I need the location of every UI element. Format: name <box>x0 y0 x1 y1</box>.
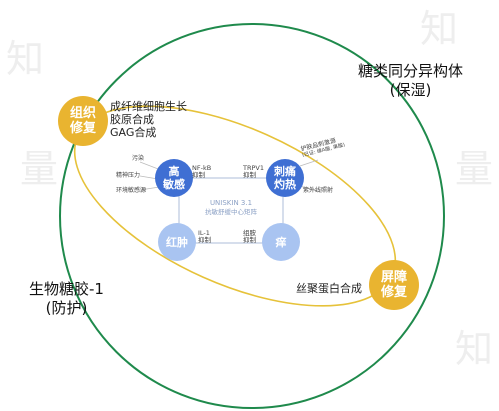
edge-label-nfkb: NF-kB 抑制 <box>192 164 212 179</box>
watermark: 知 <box>455 327 494 371</box>
node-barrier-repair-label: 屏障 修复 <box>380 270 407 300</box>
node-barrier-repair: 屏障 修复 <box>369 260 419 310</box>
outer-title: 糖类同分异构体 (保湿) <box>357 62 463 99</box>
tissue-repair-list: 成纤维细胞生长 胶原合成 GAG合成 <box>110 100 187 139</box>
node-high-sensitivity-label: 高 敏感 <box>163 165 185 191</box>
node-tissue-repair-label: 组织 修复 <box>69 106 96 136</box>
node-stinging-burning: 刺痛 灼热 <box>266 159 304 197</box>
edge-label-histamine: 组胺 抑制 <box>243 229 256 244</box>
left-title: 生物糖胶-1 (防护) <box>29 280 104 317</box>
watermark: 量 <box>455 147 494 191</box>
edge-label-trpv1: TRPV1 抑制 <box>243 164 264 179</box>
watermark: 量 <box>20 147 59 191</box>
node-redness: 红肿 <box>158 223 196 261</box>
list-item: 成纤维细胞生长 <box>110 100 187 113</box>
node-itch-label: 痒 <box>275 235 287 249</box>
list-item: GAG合成 <box>110 126 157 139</box>
trigger-stress: 精神压力 <box>116 172 141 179</box>
outer-circle <box>59 23 445 409</box>
edge-label-il1: IL-1 抑制 <box>198 229 211 244</box>
node-redness-label: 红肿 <box>166 235 188 249</box>
node-tissue-repair: 组织 修复 <box>58 96 108 146</box>
watermark: 知 <box>420 7 459 51</box>
trigger-line <box>299 159 319 167</box>
node-itch: 痒 <box>262 223 300 261</box>
node-stinging-burning-label: 刺痛 灼热 <box>274 165 296 191</box>
matrix-square <box>178 177 284 244</box>
trigger-pollution: 污染 <box>132 155 145 162</box>
node-high-sensitivity: 高 敏感 <box>155 159 193 197</box>
trigger-environment: 环境敏感源 <box>116 187 147 194</box>
trigger-line <box>299 185 321 193</box>
watermark: 知 <box>6 37 45 81</box>
list-item: 胶原合成 <box>110 113 154 126</box>
trigger-uv: 紫外线照射 <box>303 187 334 194</box>
center-label: UNISKIN 3.1 抗敏舒缓中心矩阵 <box>205 199 257 216</box>
barrier-label: 丝聚蛋白合成 <box>296 282 362 295</box>
